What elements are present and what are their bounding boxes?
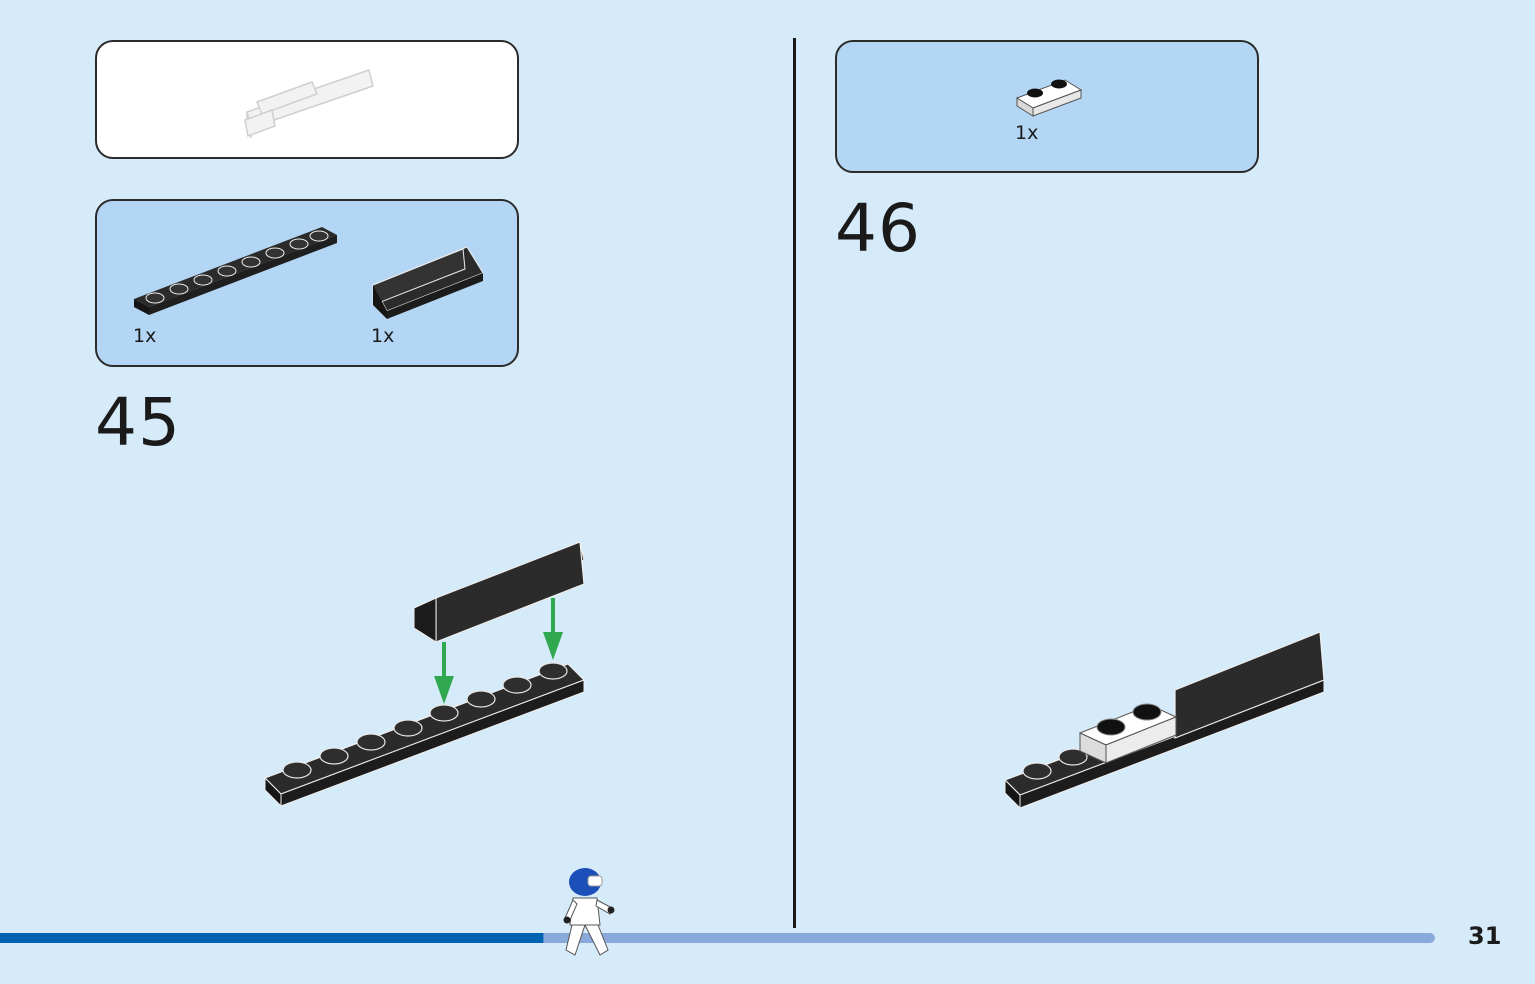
previous-assembly-image (244, 69, 374, 139)
parts-list-box-45: 1x 1x (95, 199, 519, 367)
parts-list-box-46: 1x (835, 40, 1259, 173)
page-divider (793, 38, 796, 928)
previous-assembly-callout (95, 40, 519, 159)
part-quantity-angle-plate: 1x (371, 325, 395, 347)
plate-1x2-white-icon (1015, 79, 1083, 117)
part-quantity-plate: 1x (133, 325, 157, 347)
angle-plate-icon (372, 246, 484, 319)
step-number-46: 46 (835, 190, 921, 267)
placement-arrows (434, 598, 563, 704)
part-quantity-white-plate: 1x (1015, 122, 1039, 144)
plate-1x8-icon (134, 227, 337, 315)
step-number-45: 45 (95, 384, 181, 461)
page-number: 31 (1468, 922, 1502, 950)
